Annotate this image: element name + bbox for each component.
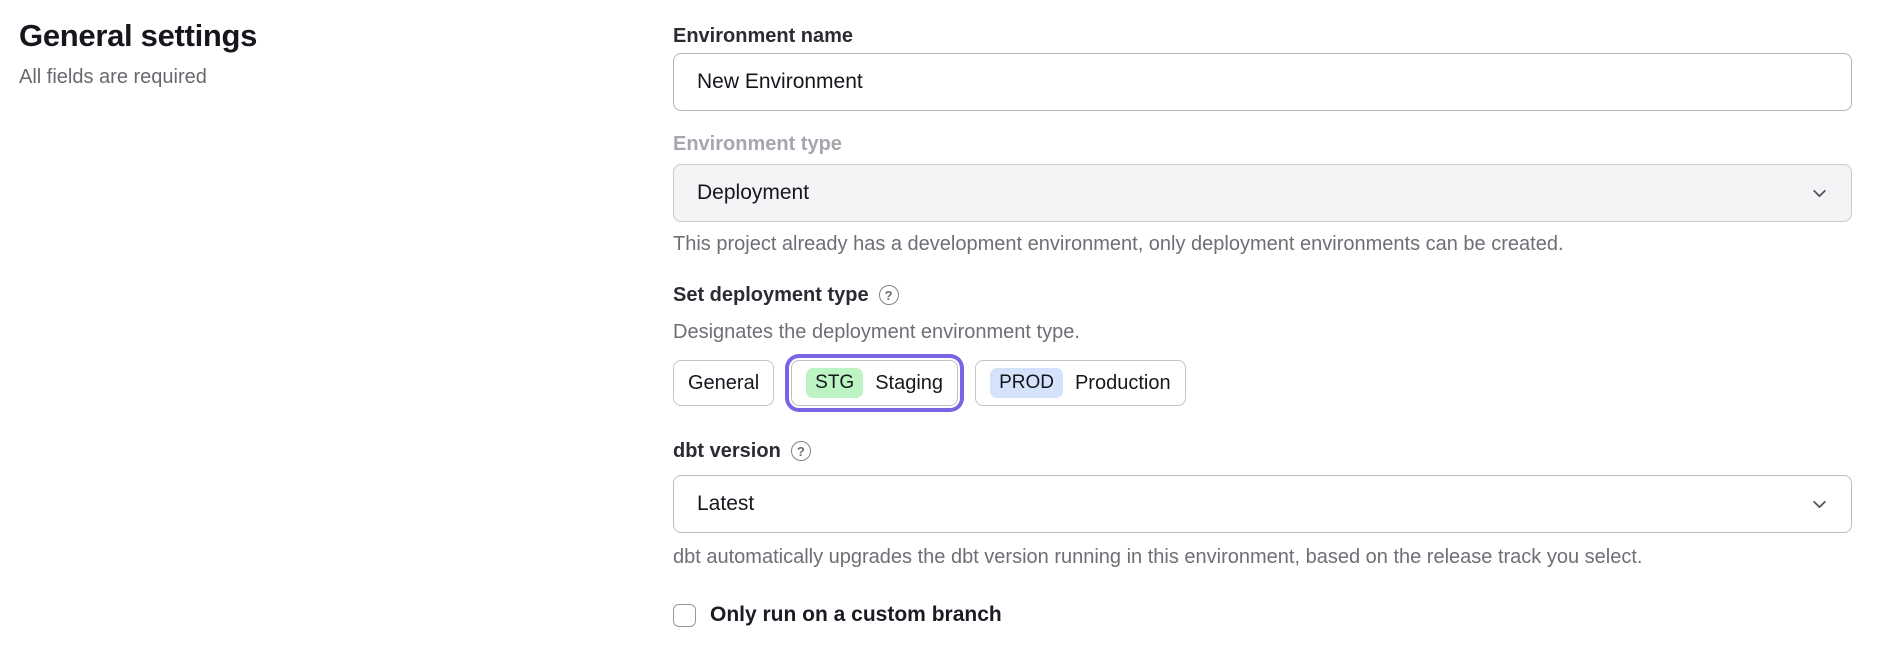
- page-subtitle: All fields are required: [19, 66, 207, 88]
- help-icon[interactable]: ?: [790, 441, 811, 461]
- deployment-type-production-label: Production: [1074, 371, 1171, 394]
- environment-name-label: Environment name: [673, 25, 854, 47]
- deployment-type-staging-button[interactable]: STG Staging: [791, 360, 959, 406]
- custom-branch-label: Only run on a custom branch: [710, 603, 1002, 626]
- help-icon[interactable]: ?: [878, 285, 899, 305]
- environment-type-select[interactable]: Deployment: [673, 164, 1852, 222]
- custom-branch-row[interactable]: Only run on a custom branch: [673, 603, 1852, 627]
- chevron-down-icon: [1813, 500, 1826, 508]
- dbt-version-value: Latest: [697, 492, 755, 515]
- custom-branch-checkbox[interactable]: [673, 603, 696, 627]
- settings-section-intro: General settings All fields are required: [19, 14, 257, 89]
- staging-badge: STG: [806, 367, 864, 399]
- environment-type-helper: This project already has a development e…: [673, 233, 1564, 255]
- production-badge: PROD: [990, 367, 1063, 399]
- deployment-type-general-label: General: [688, 371, 760, 394]
- dbt-version-helper: dbt automatically upgrades the dbt versi…: [673, 546, 1643, 568]
- chevron-down-icon: [1813, 189, 1826, 197]
- page-title: General settings: [19, 18, 258, 53]
- deployment-type-general-button[interactable]: General: [673, 360, 775, 406]
- environment-settings-form: Environment name Environment type Deploy…: [673, 24, 1852, 627]
- deployment-type-helper: Designates the deployment environment ty…: [673, 321, 1080, 343]
- environment-type-value: Deployment: [697, 181, 810, 204]
- dbt-version-select[interactable]: Latest: [673, 475, 1852, 533]
- deployment-type-label: Set deployment type ?: [673, 283, 1852, 307]
- dbt-version-label: dbt version ?: [673, 439, 1852, 463]
- deployment-type-production-button[interactable]: PROD Production: [975, 360, 1186, 406]
- deployment-type-options: General STG Staging PROD Production: [673, 360, 1852, 406]
- deployment-type-staging-label: Staging: [875, 371, 944, 394]
- environment-type-label: Environment type: [673, 133, 842, 155]
- environment-name-input[interactable]: [673, 53, 1852, 111]
